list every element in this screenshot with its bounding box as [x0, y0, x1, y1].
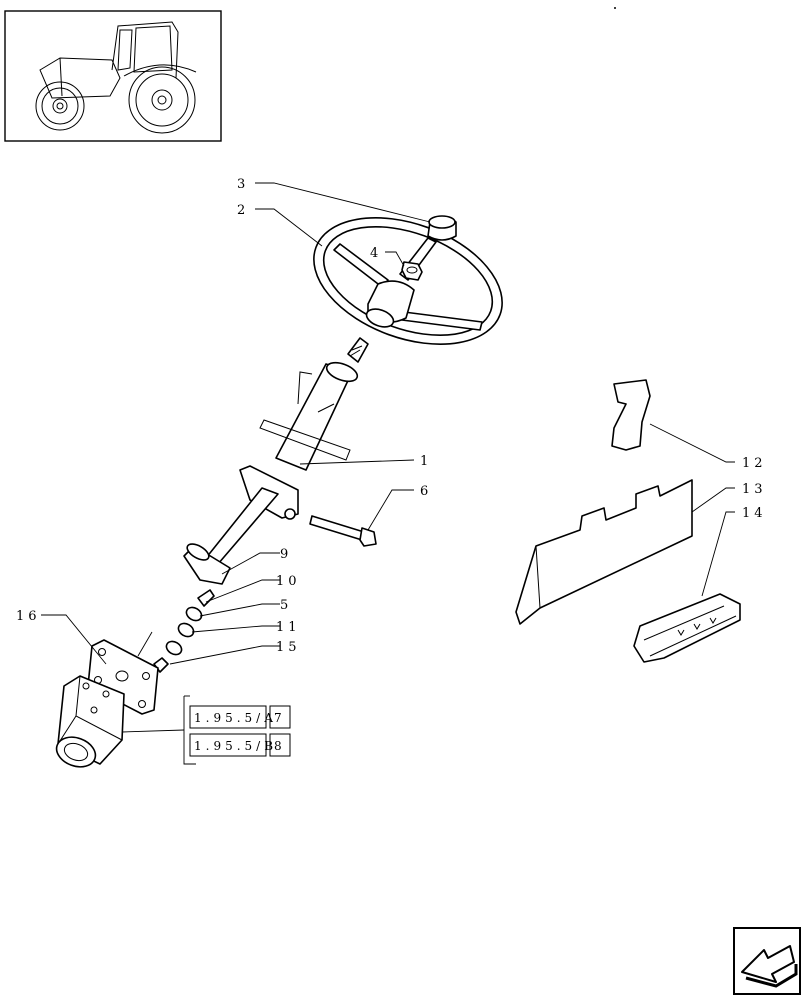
reference-code-a[interactable]: 1.95.5/A [194, 711, 277, 725]
tractor-icon [35, 21, 197, 134]
callout-9: 9 [280, 547, 292, 562]
steering-nut [401, 261, 423, 281]
steering-wheel [313, 217, 503, 345]
callout-14: 14 [742, 506, 767, 521]
callout-3: 3 [237, 177, 249, 192]
callout-15: 15 [276, 640, 301, 655]
tractor-thumbnail [4, 10, 222, 142]
callout-1: 1 [420, 454, 432, 469]
leader-lines [41, 182, 735, 733]
speck [614, 7, 616, 9]
callout-13: 13 [742, 482, 767, 497]
horn-cap [427, 215, 457, 241]
bolt [309, 515, 377, 547]
callout-6: 6 [420, 484, 432, 499]
callout-5: 5 [280, 598, 292, 613]
steering-valve [55, 675, 125, 768]
callout-11: 11 [276, 620, 301, 635]
steering-column [183, 337, 369, 585]
callout-10: 10 [276, 574, 301, 589]
reference-code-b[interactable]: 1.95.5/B [194, 739, 277, 753]
reference-page-b[interactable]: 8 [274, 739, 286, 753]
callout-2: 2 [237, 203, 249, 218]
callout-4: 4 [370, 246, 382, 261]
clip [611, 379, 651, 451]
callout-12: 12 [742, 456, 767, 471]
callout-16: 16 [16, 609, 41, 624]
next-page-arrow-icon [741, 945, 798, 988]
reference-table: 1.95.5/A 7 1.95.5/B 8 [183, 695, 291, 765]
next-page-button[interactable] [733, 927, 801, 995]
cover-panel [515, 479, 693, 625]
reference-page-a[interactable]: 7 [274, 711, 286, 725]
trim-strip [633, 593, 741, 663]
